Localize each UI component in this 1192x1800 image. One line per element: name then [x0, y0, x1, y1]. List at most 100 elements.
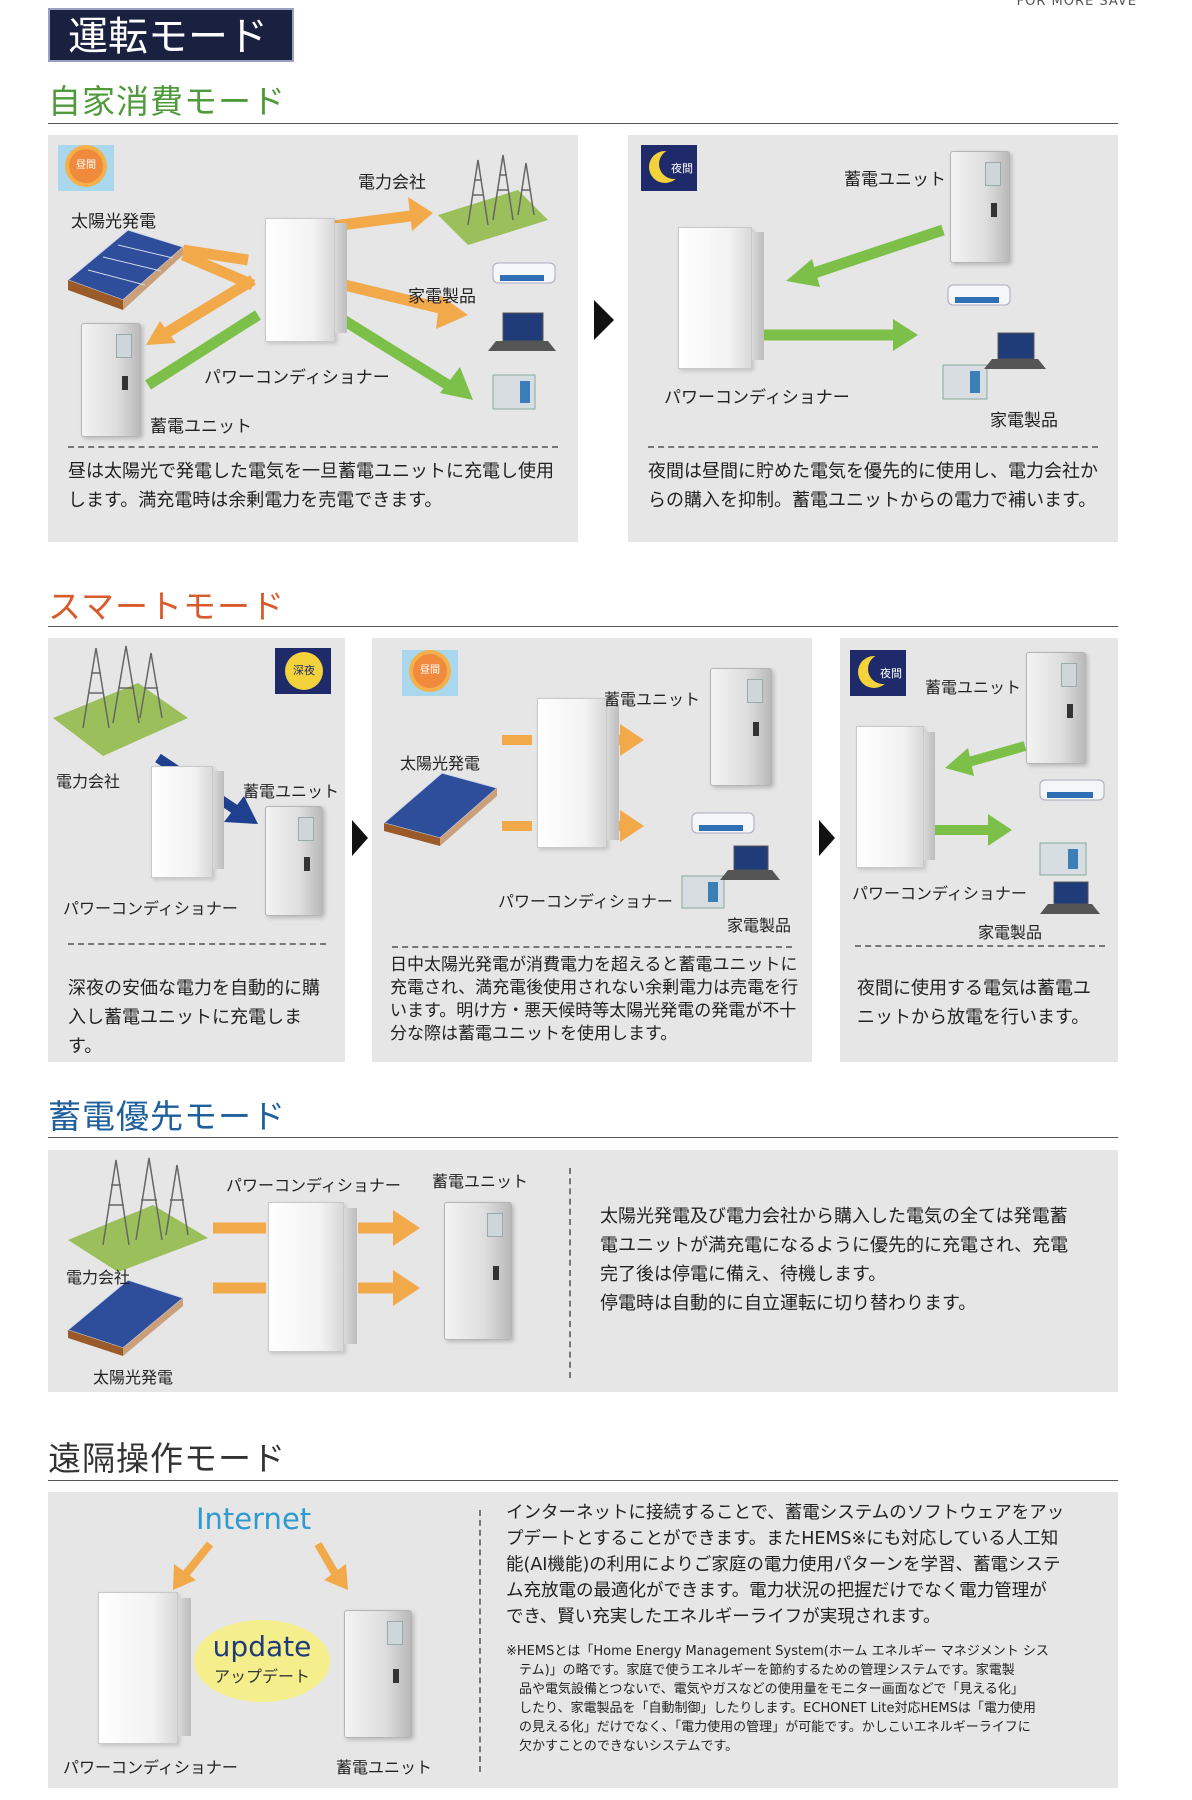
- power-conditioner-device: [856, 726, 924, 868]
- smart-day-description: 日中太陽光発電が消費電力を超えると蓄電ユニットに充電され、満充電後使用されない余…: [390, 955, 799, 1044]
- remote-description: インターネットに接続することで、蓄電システムのソフトウェアをアッ プデートとする…: [506, 1500, 1106, 1630]
- desc-line: 電ユニットが満充電になるように優先的に充電され、充電: [600, 1235, 1069, 1256]
- vertical-dashed-divider: [569, 1168, 571, 1378]
- storage-unit-device: [344, 1610, 412, 1738]
- label-appliances: 家電製品: [408, 287, 476, 307]
- arrowheads: [146, 197, 468, 345]
- label-pcs: パワーコンディショナー: [63, 899, 238, 918]
- self-night-flow-diagram: [758, 224, 1046, 400]
- remote-mode-heading: 遠隔操作モード: [48, 1439, 286, 1478]
- arrowhead: [173, 1564, 196, 1590]
- green-flow-arrow: [806, 224, 945, 281]
- storage-priority-panel: パワーコンディショナー 蓄電ユニット 電力会社 太陽光発電 太陽光発電及び電力会…: [48, 1150, 1118, 1392]
- label-unit: 蓄電ユニット: [336, 1758, 433, 1777]
- smart-day-flow-diagram: [382, 724, 780, 909]
- smart-deep-description: 深夜の安価な電力を自動的に購入し蓄電ユニットに充電します。: [68, 978, 320, 1057]
- solar-panel-icon: [382, 772, 499, 846]
- desc-line: ム充放電の最適化ができます。電力状況の把握だけでなく電力管理が: [506, 1581, 1047, 1601]
- label-power-company: 電力会社: [358, 173, 426, 193]
- desc-line: 停電時は自動的に自立運転に切り替わります。: [600, 1293, 977, 1314]
- power-conditioner-device: [268, 1202, 344, 1352]
- pcs-side-panel: [752, 232, 764, 360]
- air-conditioner-icon: [492, 262, 556, 284]
- label-solar: 太陽光発電: [93, 1368, 174, 1387]
- label-power-company: 電力会社: [66, 1268, 131, 1287]
- dashed-divider: [392, 946, 792, 948]
- next-arrow-icon: [352, 820, 368, 856]
- dashed-divider: [68, 446, 558, 448]
- pcs-side-panel: [335, 223, 347, 333]
- self-night-description: 夜間は昼間に貯めた電気を優先的に使用し、電力会社からの購入を抑制。蓄電ユニットか…: [648, 461, 1098, 511]
- storage-description: 太陽光発電及び電力会社から購入した電気の全ては発電蓄 電ユニットが満充電になるよ…: [600, 1202, 1100, 1318]
- desc-line: でき、賢い充実したエネルギーライフが実現されます。: [506, 1607, 941, 1627]
- storage-unit-device: [444, 1202, 512, 1340]
- page-title: 運転モード: [48, 8, 294, 62]
- update-sub-label: アップデート: [213, 1667, 310, 1686]
- self-day-description: 昼は太陽光で発電した電気を一旦蓄電ユニットに充電し使用します。満充電時は余剰電力…: [68, 461, 554, 511]
- badge-label: 昼間: [76, 160, 96, 171]
- air-conditioner-icon: [691, 812, 755, 834]
- night-badge: 夜間: [850, 650, 906, 696]
- power-conditioner-device: [98, 1592, 178, 1744]
- label-pcs: パワーコンディショナー: [498, 892, 673, 911]
- power-conditioner-device: [151, 766, 213, 878]
- note-line: テム)」の略です。家庭で使うエネルギーを節約するための管理システムです。家電製: [506, 1663, 1015, 1678]
- label-pcs: パワーコンディショナー: [226, 1176, 401, 1195]
- label-pcs: パワーコンディショナー: [63, 1758, 238, 1777]
- moon-icon: 深夜: [285, 652, 323, 690]
- power-conditioner-device: [678, 227, 752, 369]
- laptop-icon: [1040, 881, 1100, 914]
- arrowhead: [324, 1564, 348, 1590]
- orange-flow-arrow: [314, 1541, 340, 1578]
- note-line: したり、家電製品を「自動制御」したりします。ECHONET Lite対応HEMS…: [506, 1701, 1036, 1716]
- label-unit: 蓄電ユニット: [432, 1172, 529, 1191]
- storage-unit-device: [81, 323, 141, 437]
- self-night-panel: 夜間 蓄電ユニット パワーコンディショナー 家電製品 夜間は昼間に貯めた電気を優…: [628, 135, 1118, 542]
- solar-panel-icon: [66, 1279, 185, 1356]
- laptop-icon: [984, 332, 1046, 369]
- note-line: ※HEMSとは「Home Energy Management System(ホー…: [506, 1644, 1049, 1659]
- green-flow-arrow: [963, 741, 1027, 768]
- label-unit: 蓄電ユニット: [925, 678, 1022, 697]
- pcs-side-panel: [213, 771, 224, 869]
- power-tower-icon: [82, 645, 163, 729]
- arrowhead: [893, 319, 918, 351]
- night-badge: 夜間: [641, 145, 697, 191]
- smart-night-description: 夜間に使用する電気は蓄電ユニットから放電を行います。: [857, 978, 1091, 1028]
- label-unit: 蓄電ユニット: [150, 417, 252, 437]
- arrowhead: [945, 748, 974, 776]
- pcs-side-panel: [178, 1598, 191, 1736]
- solar-panel-icon: [67, 229, 184, 310]
- remote-operation-panel: Internet update アップデート パワーコンディショナー 蓄電ユニッ…: [48, 1492, 1118, 1788]
- pcs-side-panel: [924, 732, 935, 860]
- desc-line: 太陽光発電及び電力会社から購入した電気の全ては発電蓄: [600, 1206, 1068, 1227]
- section-divider: [48, 1480, 1118, 1481]
- update-bubble: update アップデート: [194, 1620, 330, 1702]
- internet-label: Internet: [196, 1502, 312, 1536]
- label-unit: 蓄電ユニット: [844, 170, 946, 190]
- smart-night-panel: 夜間 蓄電ユニット パワーコンディショナー 家電製品 夜間に使用する電気は蓄電ユ…: [840, 638, 1118, 1062]
- dashed-divider: [68, 943, 326, 945]
- pcs-side-panel: [344, 1208, 357, 1344]
- dashed-divider: [648, 446, 1098, 448]
- smart-deep-panel: 深夜 電力会社 蓄電ユニット パワーコンディショナー 深夜の安価な電力を自動的に…: [48, 638, 345, 1062]
- label-unit: 蓄電ユニット: [243, 782, 340, 801]
- appliance-box-icon: [681, 875, 725, 909]
- power-conditioner-device: [537, 698, 607, 848]
- dashed-divider: [855, 945, 1105, 947]
- sun-icon: 昼間: [413, 654, 447, 688]
- hems-footnote: ※HEMSとは「Home Energy Management System(ホー…: [506, 1642, 1106, 1756]
- badge-label: 夜間: [880, 667, 902, 680]
- self-mode-heading: 自家消費モード: [48, 82, 286, 121]
- daytime-badge: 昼間: [402, 650, 458, 696]
- note-line: 欠かすことのできないシステムです。: [506, 1739, 739, 1754]
- power-grid-field: [53, 683, 188, 756]
- power-conditioner-device: [265, 218, 335, 342]
- pcs-side-panel: [607, 704, 619, 840]
- laptop-icon: [720, 845, 780, 880]
- storage-flow-diagram: [66, 1157, 420, 1356]
- arrowhead: [440, 367, 473, 400]
- daytime-badge: 昼間: [58, 145, 114, 191]
- label-unit: 蓄電ユニット: [604, 690, 701, 709]
- power-tower-icon: [102, 1157, 189, 1246]
